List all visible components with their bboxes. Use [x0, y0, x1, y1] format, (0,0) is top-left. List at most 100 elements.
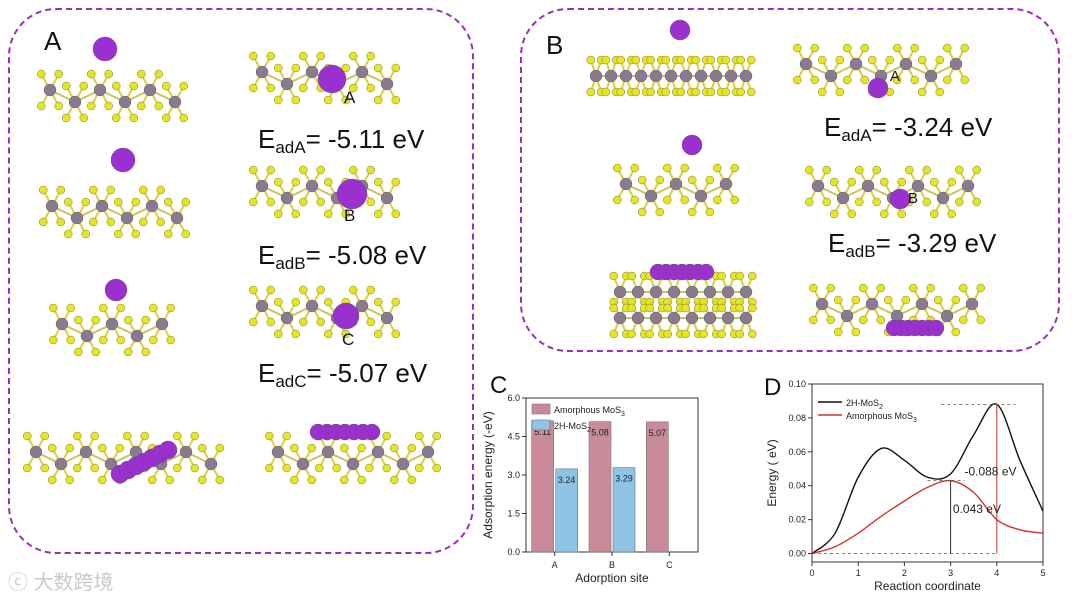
- sulfur-atom: [107, 218, 115, 226]
- sulfur-atom: [877, 284, 885, 292]
- x-tick-label: 4: [994, 568, 999, 578]
- sulfur-atom: [141, 432, 149, 440]
- x-tick-label: 0: [809, 568, 814, 578]
- sulfur-atom: [656, 208, 664, 216]
- molybdenum-atom: [381, 192, 393, 204]
- sulfur-atom: [324, 210, 332, 218]
- sulfur-atom: [918, 88, 926, 96]
- sulfur-atom: [632, 88, 640, 96]
- sulfur-atom: [706, 208, 714, 216]
- sulfur-atom: [91, 432, 99, 440]
- x-axis-title: Reaction coordinate: [874, 579, 981, 593]
- annotation-label: -0.088 eV: [964, 465, 1016, 479]
- sulfur-atom: [67, 336, 75, 344]
- sulfur-atom: [859, 316, 867, 324]
- y-tick-label: 0.00: [788, 549, 806, 559]
- sulfur-atom: [167, 336, 175, 344]
- sulfur-atom: [57, 218, 65, 226]
- sulfur-atom: [191, 432, 199, 440]
- molybdenum-atom: [816, 298, 828, 310]
- sulfur-atom: [324, 298, 332, 306]
- molybdenum-atom: [171, 212, 183, 224]
- molybdenum-atom: [704, 286, 716, 298]
- sulfur-atom: [173, 464, 181, 472]
- sulfur-atom: [130, 114, 138, 122]
- y-tick-label: 6.0: [507, 393, 520, 403]
- sulfur-atom: [682, 304, 690, 312]
- sulfur-atom: [249, 198, 257, 206]
- sulfur-atom: [124, 316, 132, 324]
- site-label-c: C: [342, 330, 354, 350]
- sulfur-atom: [123, 432, 131, 440]
- sulfur-atom: [909, 284, 917, 292]
- sulfur-atom: [392, 298, 400, 306]
- sulfur-atom: [390, 444, 398, 452]
- sulfur-atom: [861, 76, 869, 84]
- y-tick-label: 0.08: [788, 413, 806, 423]
- molybdenum-atom: [69, 96, 81, 108]
- sulfur-atom: [274, 298, 282, 306]
- sulfur-atom: [868, 56, 876, 64]
- sulfur-atom: [292, 178, 300, 186]
- molybdenum-atom: [356, 66, 368, 78]
- sulfur-atom: [855, 198, 863, 206]
- sulfur-atom: [647, 56, 655, 64]
- sulfur-atom: [834, 296, 842, 304]
- molybdenum-atom: [850, 58, 862, 70]
- sulfur-atom: [736, 272, 744, 280]
- sulfur-atom: [283, 464, 291, 472]
- sulfur-atom: [827, 284, 835, 292]
- sulfur-atom: [249, 318, 257, 326]
- sulfur-atom: [392, 210, 400, 218]
- sulfur-atom: [830, 210, 838, 218]
- bar-value-label: 5.07: [649, 428, 667, 438]
- sulfur-atom: [39, 186, 47, 194]
- sulfur-atom: [390, 476, 398, 484]
- sulfur-atom: [249, 286, 257, 294]
- lithium-atom: [364, 424, 380, 440]
- energy-b-site-a: EadA= -3.24 eV: [824, 112, 992, 146]
- sulfur-atom: [374, 298, 382, 306]
- sulfur-atom: [818, 88, 826, 96]
- series-line: [812, 404, 1043, 554]
- molybdenum-atom: [704, 312, 716, 324]
- molybdenum-atom: [46, 200, 58, 212]
- sulfur-atom: [713, 196, 721, 204]
- y-tick-label: 0.06: [788, 447, 806, 457]
- sulfur-atom: [628, 304, 636, 312]
- sulfur-atom: [48, 444, 56, 452]
- sulfur-atom: [166, 476, 174, 484]
- sulfur-atom: [392, 96, 400, 104]
- sulfur-atom: [317, 198, 325, 206]
- sulfur-atom: [707, 56, 715, 64]
- sulfur-atom: [182, 198, 190, 206]
- sulfur-atom: [977, 284, 985, 292]
- sulfur-atom: [692, 88, 700, 96]
- molybdenum-atom: [668, 286, 680, 298]
- sulfur-atom: [107, 186, 115, 194]
- sulfur-atom: [809, 284, 817, 292]
- x-tick-label: 3: [948, 568, 953, 578]
- molybdenum-atom: [614, 286, 626, 298]
- sulfur-atom: [114, 230, 122, 238]
- sulfur-atom: [809, 316, 817, 324]
- molybdenum-atom: [680, 70, 692, 82]
- sulfur-atom: [955, 198, 963, 206]
- sulfur-atom: [805, 166, 813, 174]
- sulfur-atom: [681, 164, 689, 172]
- sulfur-atom: [149, 336, 157, 344]
- sulfur-atom: [602, 88, 610, 96]
- molybdenum-atom: [397, 458, 409, 470]
- y-tick-label: 0.10: [788, 379, 806, 389]
- sulfur-atom: [62, 114, 70, 122]
- sulfur-atom: [656, 176, 664, 184]
- sulfur-atom: [706, 176, 714, 184]
- sulfur-atom: [249, 52, 257, 60]
- molybdenum-atom: [347, 458, 359, 470]
- sulfur-atom: [936, 56, 944, 64]
- molybdenum-atom: [722, 312, 734, 324]
- sulfur-atom: [700, 304, 708, 312]
- sulfur-atom: [299, 318, 307, 326]
- molybdenum-atom: [281, 78, 293, 90]
- sulfur-atom: [130, 82, 138, 90]
